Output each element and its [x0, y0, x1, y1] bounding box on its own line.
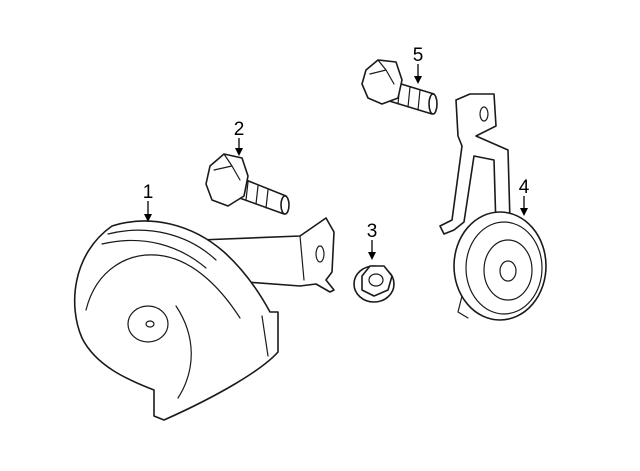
nut-3-hex [361, 265, 393, 297]
bolt-2-tip [280, 195, 290, 215]
callout-1: 1 [143, 182, 154, 203]
horn-spiral [85, 254, 241, 319]
arrow-3 [368, 252, 376, 260]
horn-center-hole [145, 320, 155, 328]
horn-rim-1 [107, 229, 217, 261]
bolt-5-head-facets [369, 59, 395, 85]
callout-3: 3 [367, 221, 378, 242]
horn-curve [175, 305, 192, 399]
callout-5: 5 [413, 45, 424, 66]
horn-large [73, 217, 335, 421]
arrow-1 [144, 214, 152, 222]
horn-small-inner [483, 239, 533, 301]
horn-center-ring [127, 305, 169, 343]
callout-leaders [144, 64, 528, 260]
horn-small-bracket [439, 93, 511, 235]
bolt-5-tip [428, 93, 438, 115]
horn-back-edge [261, 315, 269, 357]
bracket-hole [315, 245, 325, 263]
horn-rim-2 [101, 239, 207, 269]
bolt-5-head [361, 59, 403, 105]
horn-small-terminal [457, 295, 469, 319]
callout-4: 4 [519, 177, 530, 198]
bolt-2-threads [245, 181, 269, 209]
bolt-2-head-facets [213, 153, 241, 181]
arrow-5 [414, 76, 422, 84]
small-bracket-hole [479, 106, 489, 122]
arrow-2 [235, 148, 243, 156]
bolt-5 [361, 59, 438, 115]
bracket-edge [299, 235, 305, 281]
nut-3-hole [368, 273, 384, 287]
horn-large-body [73, 220, 279, 421]
nut-3 [353, 265, 395, 303]
callout-2: 2 [234, 119, 245, 140]
horn-small-center [499, 260, 517, 282]
horn-small-rim [465, 221, 543, 315]
bolt-2 [205, 153, 290, 215]
horn-small [439, 93, 547, 321]
arrow-4 [520, 208, 528, 216]
bolt-2-head [205, 153, 249, 207]
